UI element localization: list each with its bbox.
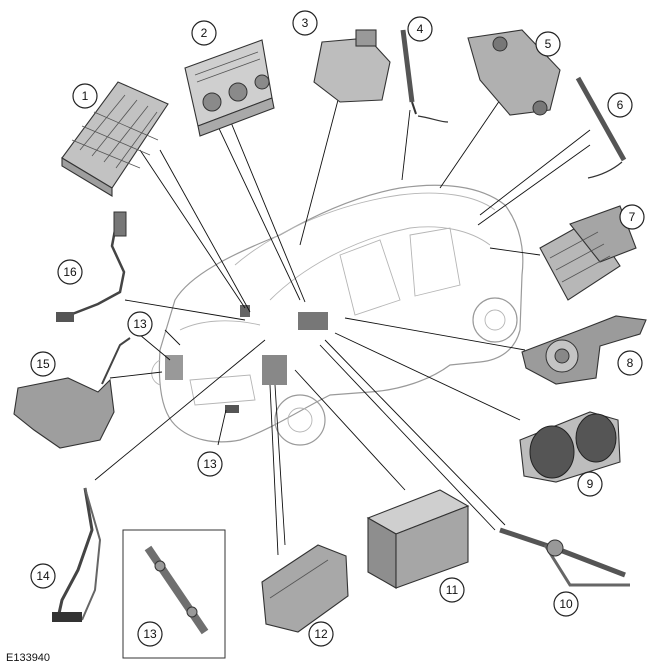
callout-5-label: 5	[545, 37, 552, 51]
part-6-tailgate-strut	[575, 76, 627, 179]
callout-12: 12	[308, 621, 334, 647]
car-body-outline	[158, 184, 524, 443]
callout-9: 9	[577, 471, 603, 497]
part-12-battery-cover	[261, 544, 349, 633]
part-1-fuse-box	[61, 81, 169, 197]
callout-13-middle: 13	[197, 451, 223, 477]
reservoir-location-mark	[165, 355, 183, 380]
callout-8-label: 8	[627, 356, 634, 370]
module-location-mark	[240, 305, 250, 317]
callout-14: 14	[30, 563, 56, 589]
inset-frame	[122, 529, 226, 659]
rear-wheel-hub	[484, 309, 506, 331]
callout-12-label: 12	[314, 627, 328, 641]
callout-4: 4	[407, 16, 433, 42]
callout-14-label: 14	[36, 569, 50, 583]
battery-location-mark	[262, 355, 287, 385]
part-10-wiper-linkage	[499, 527, 630, 587]
vehicle-outline	[151, 184, 524, 446]
callout-3-label: 3	[302, 16, 309, 30]
callout-6: 6	[607, 92, 633, 118]
callout-3: 3	[292, 10, 318, 36]
part-14-sensor-harness	[52, 487, 102, 622]
callout-16: 16	[57, 259, 83, 285]
callout-6-label: 6	[617, 98, 624, 112]
front-wheel	[274, 394, 326, 446]
callout-10: 10	[553, 591, 579, 617]
callout-4-label: 4	[417, 22, 424, 36]
part-9-instrument-cluster	[519, 411, 621, 483]
rear-wheel	[472, 297, 518, 343]
roof-line	[234, 192, 496, 266]
headlamp	[151, 359, 161, 386]
front-grille	[189, 374, 256, 406]
callout-5: 5	[535, 31, 561, 57]
part-5-wiper-motor	[467, 29, 561, 116]
steering-column-mark	[298, 312, 328, 330]
part-16-wiring-harness	[56, 211, 127, 322]
bonnet-line	[179, 320, 261, 331]
part-11-battery	[366, 489, 470, 589]
callout-15-label: 15	[36, 357, 50, 371]
window-line	[269, 226, 491, 301]
callout-15: 15	[30, 351, 56, 377]
callout-1-label: 1	[82, 89, 89, 103]
part-13-inset	[122, 529, 226, 659]
callout-11: 11	[439, 577, 465, 603]
callout-7: 7	[619, 204, 645, 230]
callout-13-inset: 13	[137, 621, 163, 647]
part-2-climate-control-panel	[184, 39, 275, 137]
figure-reference-code: E133940	[6, 652, 51, 664]
callout-13-top: 13	[127, 311, 153, 337]
part-15-washer-reservoir	[13, 337, 131, 449]
front-fog-lamp	[225, 405, 239, 413]
callout-2-label: 2	[201, 26, 208, 40]
front-wheel-hub	[287, 407, 313, 433]
callout-11-label: 11	[446, 583, 459, 597]
leader-lines	[94, 99, 591, 556]
callout-13-top-label: 13	[133, 317, 147, 331]
callout-13-middle-label: 13	[203, 457, 217, 471]
part-7-switch-packs	[539, 205, 637, 301]
callout-13-inset-label: 13	[143, 627, 157, 641]
part-3-sensor	[313, 29, 391, 103]
door-window-front	[339, 239, 401, 316]
door-window-rear	[409, 227, 461, 297]
callout-7-label: 7	[629, 210, 636, 224]
callout-1: 1	[72, 83, 98, 109]
callout-9-label: 9	[587, 477, 594, 491]
part-4-strut	[400, 29, 449, 123]
callout-2: 2	[191, 20, 217, 46]
callout-16-label: 16	[63, 265, 77, 279]
callout-10-label: 10	[559, 597, 573, 611]
callout-8: 8	[617, 350, 643, 376]
part-8-clockspring-switches	[521, 315, 647, 385]
